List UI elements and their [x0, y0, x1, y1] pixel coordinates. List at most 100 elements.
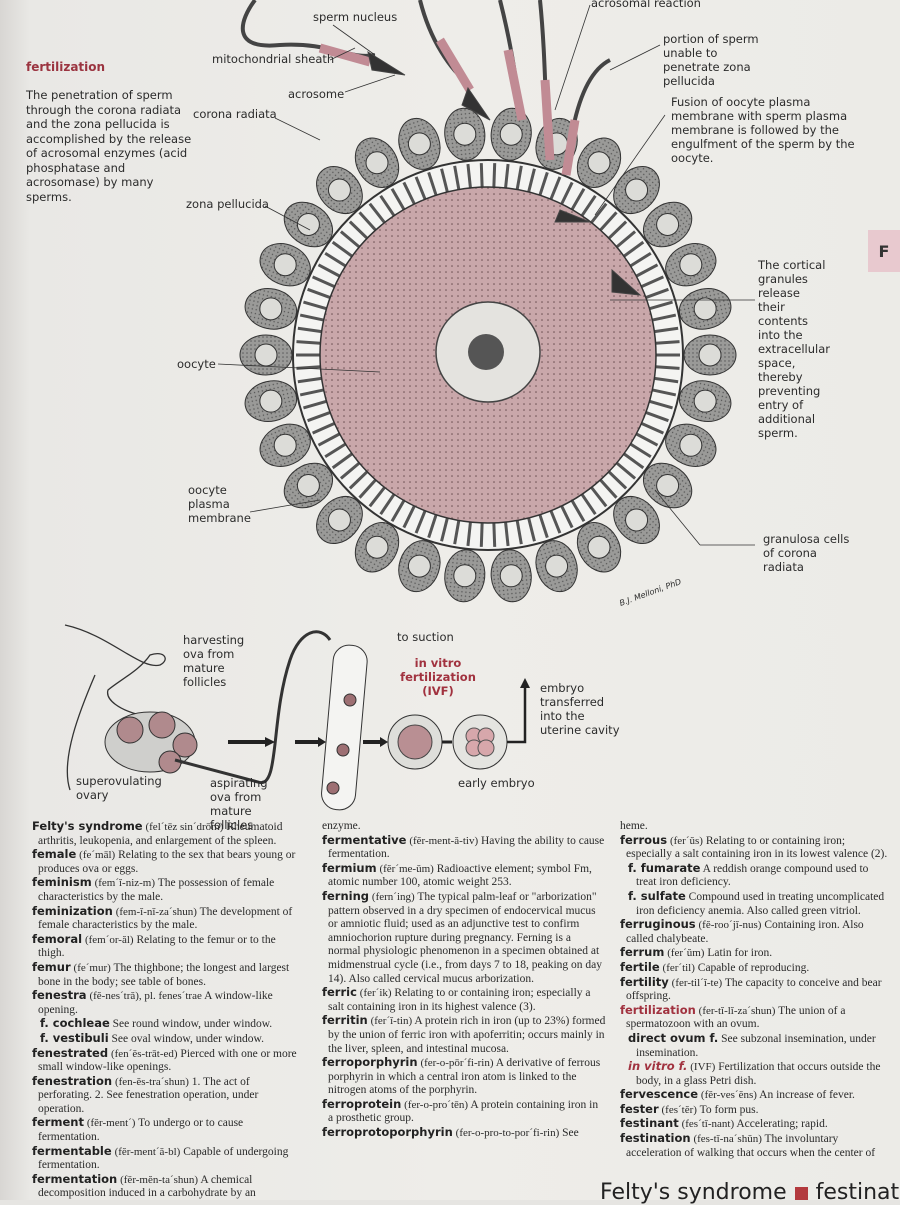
- entry-definition: Rheumatoid arthritis, leukopenia, and en…: [38, 821, 283, 847]
- microvillus: [645, 411, 669, 423]
- microvillus: [623, 452, 645, 470]
- microvillus: [303, 399, 327, 410]
- label-zona-pellucida: zona pellucida: [186, 197, 269, 211]
- dictionary-entry: fertile (fer´til) Capable of reproducing…: [620, 959, 890, 976]
- label-cortical-granules: The cortical granules release their cont…: [758, 258, 831, 440]
- dictionary-entry: f. cochleae See round window, under wind…: [32, 1017, 302, 1032]
- dictionary-entry: fermentation (fĕr-mĕn-ta´shun) A chemica…: [32, 1172, 302, 1201]
- dictionary-entry: ferruginous (fĕ-roo´jĭ-nus) Containing i…: [620, 917, 890, 946]
- entry-definition: See oval window, under window.: [111, 1032, 264, 1045]
- microvillus: [324, 442, 347, 459]
- entry-definition: 1. The act of perforating. 2. See fenest…: [38, 1075, 259, 1115]
- granulosa-cell-nucleus: [499, 122, 523, 146]
- label-portion-of-sperm: portion of sperm unable to penetrate zon…: [663, 32, 759, 88]
- dictionary-entry: fervescence (fĕr-ves´ĕns) An increase of…: [620, 1087, 890, 1103]
- entry-definition: A chemical decomposition induced in a ca…: [38, 1173, 256, 1200]
- dictionary-entry: female (fe´māl) Relating to the sex that…: [32, 847, 302, 876]
- microvillus: [368, 202, 386, 224]
- entry-headword: direct ovum f.: [628, 1030, 719, 1045]
- microvillus: [549, 176, 562, 200]
- label-oocyte: oocyte: [177, 357, 216, 371]
- microvillus: [339, 230, 361, 249]
- thumb-index-tab[interactable]: F: [868, 230, 900, 272]
- entry-definition: See: [562, 1127, 579, 1140]
- entry-definition: enzyme.: [322, 820, 361, 832]
- entry-headword: f. cochleae: [40, 1016, 110, 1031]
- entry-pronunciation: (fer-tĭ-lĭ-za´shun): [698, 1004, 776, 1017]
- granulosa-cell-nucleus: [365, 151, 389, 175]
- label-corona-radiata: corona radiata: [193, 107, 277, 121]
- entry-headword: femur: [32, 959, 71, 974]
- entry-definition: The union of a spermatozoon with an ovum…: [626, 1004, 846, 1031]
- entry-headword: fertilization: [620, 1002, 696, 1017]
- dictionary-entry: enzyme.: [322, 820, 606, 834]
- entry-headword: f. fumarate: [628, 860, 701, 875]
- granulosa-cell-nucleus: [656, 213, 680, 237]
- microvillus: [640, 421, 665, 435]
- microvillus: [538, 171, 549, 196]
- running-head: Felty's syndromefestination: [600, 1180, 900, 1205]
- entry-headword: fervescence: [620, 1087, 699, 1102]
- dictionary-entry: fermium (fĕr´me-ŭm) Radioactive element;…: [322, 861, 606, 890]
- label-mitochondrial-sheath: mitochondrial sheath: [212, 52, 335, 66]
- microvillus: [479, 522, 484, 547]
- microvillus: [645, 287, 669, 299]
- granulosa-cell-nucleus: [587, 151, 611, 175]
- granulosa-cell-nucleus: [625, 508, 649, 532]
- microvillus: [307, 411, 331, 423]
- microvillus: [299, 388, 324, 397]
- entry-headword: fertility: [620, 974, 669, 989]
- microvillus: [549, 510, 562, 534]
- microvillus: [331, 452, 353, 470]
- microvillus: [590, 202, 608, 224]
- dictionary-column-1: Felty's syndrome (fel´tēz sin´drōm) Rheu…: [32, 819, 302, 1201]
- transfer-arrow: [507, 685, 527, 744]
- label-granulosa-cells: granulosa cells of corona radiata: [763, 532, 850, 574]
- entry-headword: femoral: [32, 931, 83, 946]
- microvillus: [402, 181, 416, 205]
- microvillus: [311, 421, 336, 435]
- microvillus: [379, 493, 396, 516]
- entry-definition: The involuntary acceleration of walking …: [626, 1133, 876, 1159]
- entry-definition: Pierced with one or more small window-li…: [38, 1047, 297, 1074]
- entry-pronunciation: (fes´tĭ-nant): [681, 1118, 735, 1131]
- entry-pronunciation: (fem´ĭ-niz-m): [94, 877, 156, 890]
- entry-headword: fertile: [620, 959, 660, 974]
- entry-definition: Relating to the femur or to the thigh.: [38, 933, 276, 960]
- entry-pronunciation: (fen-ĕs-tra´shun): [114, 1075, 189, 1088]
- microvillus: [317, 263, 341, 278]
- entry-headword: fermentable: [32, 1143, 112, 1158]
- dictionary-entry: f. vestibuli See oval window, under wind…: [32, 1031, 302, 1047]
- microvillus: [635, 432, 659, 447]
- microvillus: [515, 520, 523, 545]
- granulosa-cell-nucleus: [625, 178, 649, 202]
- microvillus: [607, 220, 628, 240]
- granulosa-cell-nucleus: [698, 343, 722, 367]
- granulosa-cell-nucleus: [545, 554, 569, 578]
- dictionary-entry: feminism (fem´ĭ-niz-m) The possession of…: [32, 876, 302, 904]
- entry-definition: Accelerating; rapid.: [736, 1118, 828, 1131]
- dictionary-entry: direct ovum f. See subzonal insemination…: [620, 1030, 890, 1060]
- entry-headword: ferrum: [620, 945, 665, 960]
- entry-pronunciation: (fer´ĭ-tin): [370, 1015, 413, 1028]
- granulosa-cell-nucleus: [327, 508, 351, 532]
- dictionary-entry: ferrous (fer´ŭs) Relating to or containi…: [620, 833, 890, 862]
- entry-pronunciation: (fer-o-pro´tēn): [404, 1098, 469, 1111]
- entry-headword: fenestrated: [32, 1045, 109, 1060]
- dictionary-entry: festination (fes-tĭ-na´shŭn) The involun…: [620, 1131, 890, 1160]
- microvillus: [655, 340, 680, 345]
- microvillus: [623, 240, 645, 258]
- microvillus: [652, 388, 677, 397]
- entry-pronunciation: (fĕ-nes´tră), pl. fenes´trae: [89, 990, 202, 1003]
- microvillus: [580, 194, 597, 217]
- microvillus: [527, 168, 536, 193]
- dictionary-entry: fenestra (fĕ-nes´tră), pl. fenes´trae A …: [32, 988, 302, 1017]
- microvillus: [453, 165, 461, 190]
- dictionary-entry: ferric (fer´ik) Relating to or containin…: [322, 985, 606, 1014]
- entry-pronunciation: (fes-tĭ-na´shŭn): [693, 1133, 762, 1146]
- microvillus: [307, 287, 331, 299]
- dictionary-entry: ferritin (fer´ĭ-tin) A protein rich in i…: [322, 1014, 606, 1056]
- microvillus: [570, 187, 586, 211]
- entry-headword: female: [32, 847, 77, 862]
- microvillus: [527, 517, 536, 542]
